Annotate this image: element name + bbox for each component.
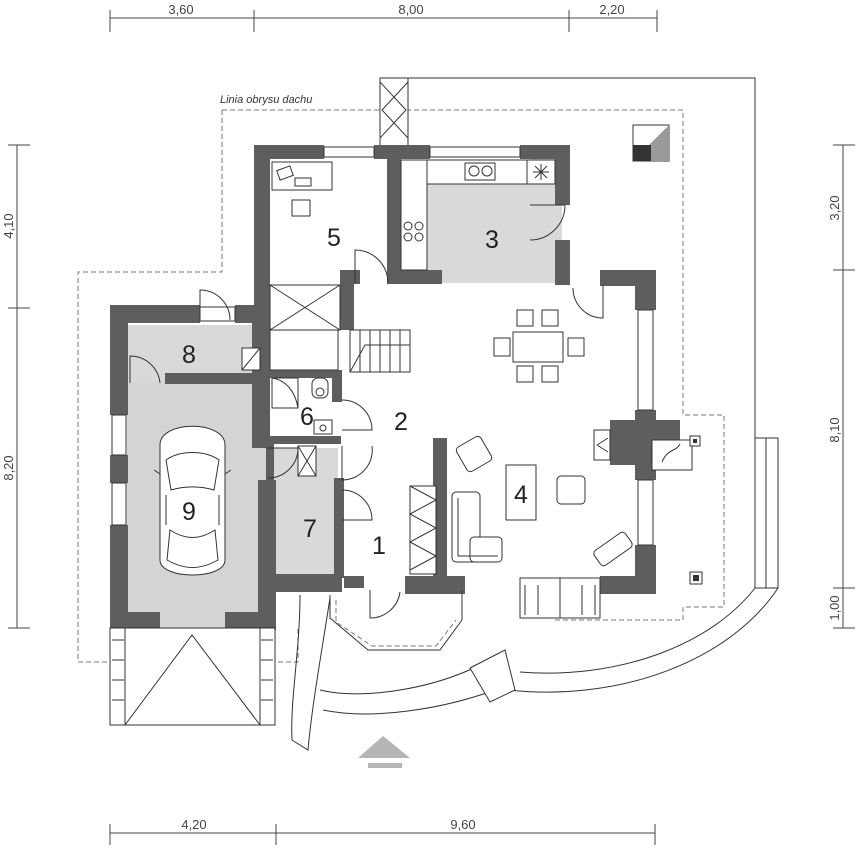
room-number-6: 6 [300,403,314,431]
dimension-lines [8,10,855,845]
entrance-bay [329,590,463,651]
dim-right-2: 8,10 [827,417,842,442]
room-number-9: 9 [182,498,196,526]
doors [129,204,604,619]
entrance-arrow-icon [358,736,410,768]
dim-left-1: 4,10 [1,213,16,238]
desk [271,161,333,217]
room-number-8: 8 [182,341,196,369]
terrace-arc-inner [519,587,756,674]
car-icon [153,425,232,576]
wardrobe [408,485,438,575]
room-number-4: 4 [514,481,528,509]
dim-top-3: 2,20 [599,2,624,17]
bathroom-fixtures [271,377,333,477]
dim-top-2: 8,00 [398,2,423,17]
windows [111,146,654,546]
room-number-3: 3 [485,226,499,254]
fireplace-icon [593,429,703,585]
room-number-7: 7 [303,515,317,543]
dim-left-2: 8,20 [1,455,16,480]
walkway [291,594,331,751]
room-number-2: 2 [394,408,408,436]
dining-table [493,309,585,383]
dim-bottom-2: 9,60 [450,817,475,832]
living-furniture [451,435,633,567]
room-number-5: 5 [327,224,341,252]
terrace-outline [380,77,756,438]
stairs-icon [269,284,411,373]
roof-outline-label: Linia obrysu dachu [220,94,312,106]
kitchen-units [400,159,556,271]
boiler [241,347,261,371]
compass-icon [632,124,670,162]
dim-right-1: 3,20 [827,195,842,220]
room-number-1: 1 [372,532,386,560]
dim-top-1: 3,60 [168,2,193,17]
dim-bottom-1: 4,20 [181,817,206,832]
terrace-arc [507,587,779,693]
roof-outline [77,109,725,663]
dim-right-3: 1,00 [827,595,842,620]
garage-entrance [109,627,276,726]
